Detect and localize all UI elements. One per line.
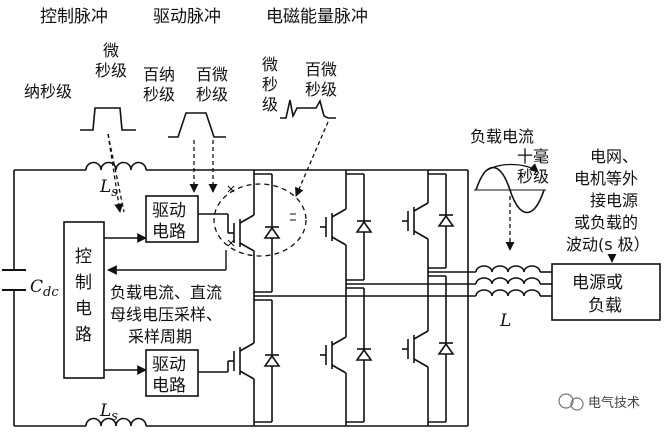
igbt-leg2-lower-diode [355,348,373,361]
output-inductors [475,265,541,297]
drive-circuit-top [145,195,199,243]
igbt-leg2-upper-diode [355,220,373,233]
label-us-2b: 秒 [262,75,278,94]
label-us100-b: 秒级 [196,85,228,104]
ls-top-inductor [85,161,147,171]
label-ns100-b: 秒级 [143,85,175,104]
label-us100-2a: 百微 [305,60,337,79]
source-text1: 电源或 [572,273,623,293]
control-circuit [63,221,105,379]
igbt-leg1-lower-c-lead [239,342,255,352]
watermark-text: 电气技术 [588,395,640,411]
sampling-line3: 采样周期 [128,327,192,346]
load-current-line3: 秒级 [517,167,549,186]
label-us-2c: 级 [262,95,278,114]
label-us-1b: 秒级 [95,61,127,80]
control-text3: 电 [75,299,92,319]
label-us100-2b: 秒级 [305,80,337,99]
igbt-leg1-upper-e-lead [239,242,255,252]
cdc-label: Cdc [30,277,59,300]
grid-line2: 电机等外 [574,169,638,188]
sampling-line2: 母线电压采样、 [110,305,222,324]
control-text2: 制 [75,273,92,293]
ls-bottom-inductor [85,417,147,427]
label-us-1a: 微 [103,41,119,60]
igbt-leg1-upper-c-lead [239,214,255,224]
igbt-leg1-upper-diode [263,226,281,239]
igbt-leg1-lower-diode [263,354,281,367]
ls-bottom-label: Ls [99,401,118,424]
igbt-leg3-upper-e-lead [413,230,429,240]
drive-top-text1: 驱动 [152,201,186,221]
control-text1: 控 [75,247,92,267]
igbt-leg2-upper-e-lead [331,236,347,246]
sine-arrow [482,163,539,175]
igbt-leg3-lower-e-lead [413,358,429,368]
igbt-leg3-upper-c-lead [413,202,429,212]
dc-capacitor [2,269,26,291]
igbt-leg2-upper-c-lead [331,208,347,218]
sampling-line1: 负载电流、直流 [110,283,222,302]
em-pulse-waveform [280,98,336,119]
drive-bot-text1: 驱动 [152,355,186,375]
load-current-line2: 十毫 [517,147,549,166]
header-drive-pulse: 驱动脉冲 [153,7,221,27]
control-text4: 路 [75,325,92,345]
gate-links [198,213,228,373]
igbt-leg3-lower-diode [437,342,455,355]
header-em-energy-pulse: 电磁能量脉冲 [266,7,368,27]
control-pulse-waveform [80,107,136,131]
grid-line1: 电网、 [590,147,638,166]
em-sparks [227,185,296,247]
control-drive-links [104,233,227,375]
grid-line3: 接电源 [590,191,638,210]
igbt-bridge [227,170,455,426]
label-us-2a: 微 [262,55,278,74]
igbt-leg3-upper-diode [437,214,455,227]
grid-line5: 波动(s 极） [566,235,650,254]
drive-pulse-waveform [168,112,226,138]
igbt-leg2-lower-c-lead [331,336,347,346]
label-us100-a: 百微 [196,65,228,84]
source-load-box [551,263,661,321]
drive-top-text2: 电路 [152,222,186,242]
igbt-leg1-lower-e-lead [239,370,255,380]
header-control-pulse: 控制脉冲 [40,7,108,27]
igbt-leg2-lower-e-lead [331,364,347,374]
l-out-label: L [499,311,511,331]
pulse-dashed-arrows [107,121,515,251]
source-text2: 负载 [588,296,622,316]
drive-circuit-bottom [145,349,199,397]
watermark: 电气技术 [558,393,640,411]
igbt-leg3-lower-c-lead [413,330,429,340]
load-current-line1: 负载电流 [470,127,534,146]
output-lines [254,271,552,297]
label-ns-1: 纳秒级 [24,82,72,101]
grid-line4: 或负载的 [574,213,638,232]
label-ns100-a: 百纳 [143,65,175,84]
em-highlight-ellipse [213,183,307,257]
ls-top-label: Ls [99,177,118,200]
drive-bot-text2: 电路 [152,376,186,396]
